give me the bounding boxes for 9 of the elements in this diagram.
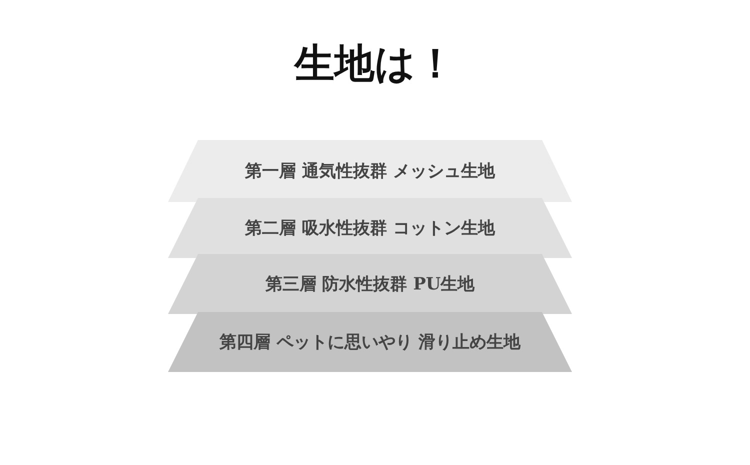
layer-label: 第三層 防水性抜群 PU生地 [265,274,475,296]
layer-panel [168,312,572,372]
title: 生地は！ [294,39,456,89]
layer-label: 第四層 ペットに思いやり 滑り止め生地 [220,332,520,354]
layer-panel [168,140,572,202]
layer-label: 第一層 通気性抜群 メッシュ生地 [245,160,495,182]
layer-panel [168,198,572,258]
layer-label: 第二層 吸水性抜群 コットン生地 [245,218,495,240]
layer-panel [168,254,572,314]
